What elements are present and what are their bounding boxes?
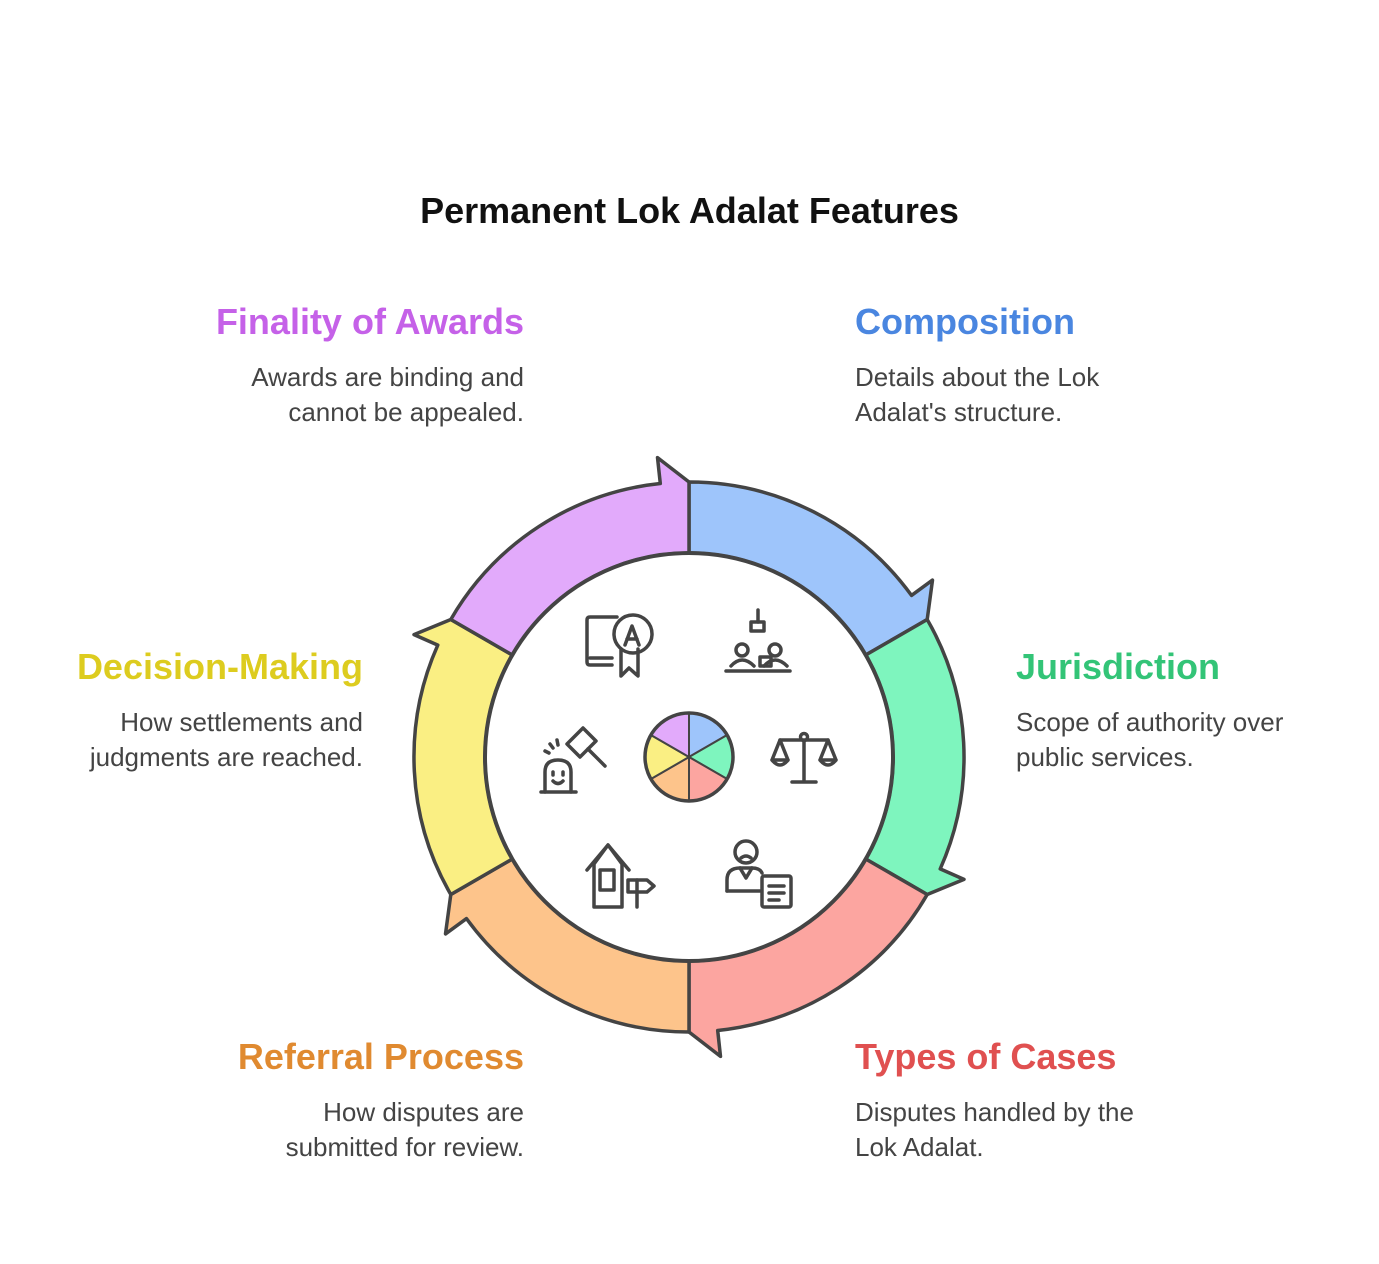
jurisdiction-title: Jurisdiction bbox=[1016, 646, 1221, 687]
jurisdiction-description: Scope of authority over public services. bbox=[1016, 705, 1346, 775]
label-referral-process: Referral Process How disputes are submitt… bbox=[194, 1035, 524, 1165]
diagram-title: Permanent Lok Adalat Features bbox=[420, 190, 959, 231]
composition-title: Composition bbox=[855, 301, 1075, 342]
scales-icon bbox=[770, 731, 838, 784]
types-desc-line2: Lok Adalat. bbox=[855, 1132, 984, 1162]
finality-description: Awards are binding and cannot be appealed… bbox=[194, 360, 524, 430]
referral-title: Referral Process bbox=[237, 1036, 524, 1077]
center-pie-outline bbox=[643, 711, 735, 803]
composition-desc-line1: Details about the Lok bbox=[855, 362, 1100, 392]
person-document-icon bbox=[725, 839, 793, 909]
building-signpost-icon bbox=[585, 843, 656, 909]
jurisdiction-desc-line2: public services. bbox=[1016, 742, 1194, 772]
award-certificate-icon bbox=[585, 613, 654, 678]
referral-description: How disputes are submitted for review. bbox=[194, 1095, 524, 1165]
finality-desc-line2: cannot be appealed. bbox=[288, 397, 524, 427]
label-decision-making: Decision-Making How settlements and judgm… bbox=[33, 645, 363, 775]
meeting-table-icon bbox=[724, 608, 792, 673]
decision-desc-line1: How settlements and bbox=[120, 707, 363, 737]
composition-desc-line2: Adalat's structure. bbox=[855, 397, 1063, 427]
finality-title: Finality of Awards bbox=[215, 301, 524, 342]
label-jurisdiction: Jurisdiction Scope of authority over publ… bbox=[1016, 645, 1346, 775]
referral-desc-line2: submitted for review. bbox=[285, 1132, 524, 1162]
decision-desc-line2: judgments are reached. bbox=[89, 742, 363, 772]
decision-making-title: Decision-Making bbox=[76, 646, 363, 687]
decision-making-description: How settlements and judgments are reached… bbox=[33, 705, 363, 775]
center-pie-icon bbox=[643, 711, 735, 803]
referral-desc-line1: How disputes are bbox=[323, 1097, 524, 1127]
label-finality: Finality of Awards Awards are binding an… bbox=[194, 300, 524, 430]
types-title: Types of Cases bbox=[855, 1036, 1117, 1077]
types-desc-line1: Disputes handled by the bbox=[855, 1097, 1134, 1127]
ring-segments bbox=[412, 455, 966, 1059]
finality-desc-line1: Awards are binding and bbox=[251, 362, 524, 392]
gavel-icon bbox=[539, 726, 607, 794]
jurisdiction-desc-line1: Scope of authority over bbox=[1016, 707, 1284, 737]
